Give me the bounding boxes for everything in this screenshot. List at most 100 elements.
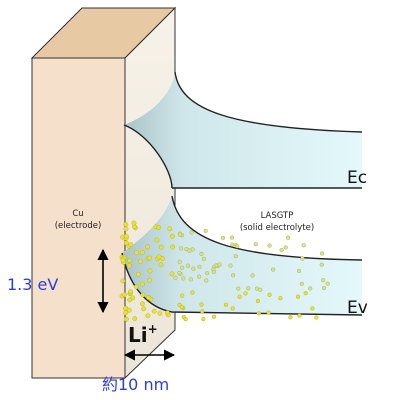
li-ion-particle bbox=[158, 244, 164, 250]
li-ion-particle bbox=[173, 275, 178, 280]
li-ion-particle bbox=[180, 265, 185, 270]
li-ion-particle bbox=[300, 256, 305, 261]
li-ion-particle bbox=[228, 263, 233, 268]
li-ion-particle bbox=[127, 297, 133, 303]
li-ion-particle bbox=[204, 278, 209, 283]
li-ion-particle bbox=[123, 233, 129, 239]
li-ion-particle bbox=[188, 277, 193, 282]
li-ion-particle bbox=[229, 235, 234, 240]
li-ion-particle bbox=[154, 237, 160, 243]
li-ion-particle bbox=[135, 271, 141, 277]
li-ion-particle bbox=[134, 250, 140, 256]
li-ion-particle bbox=[266, 310, 271, 315]
li-ion-particle bbox=[201, 317, 206, 322]
valence-band-bottom-edge bbox=[121, 252, 363, 316]
li-ion-particle bbox=[297, 313, 302, 318]
li-ion-particle bbox=[189, 230, 194, 235]
li-ion-particle bbox=[151, 308, 157, 314]
li-ion-particle bbox=[267, 243, 272, 248]
li-ion-particle bbox=[123, 221, 129, 227]
li-ion-particle bbox=[146, 255, 152, 261]
li-ion-particle bbox=[145, 313, 151, 319]
li-ion-particle bbox=[321, 285, 327, 291]
li-ion-particle bbox=[191, 266, 196, 271]
li-ion-particle bbox=[319, 262, 324, 267]
li-ion-particle bbox=[124, 316, 129, 322]
li-ion-particle bbox=[223, 302, 229, 307]
li-ion-particle bbox=[187, 248, 192, 253]
li-ion-particle bbox=[139, 301, 145, 307]
li-ion-particle bbox=[211, 269, 216, 274]
li-ion-particle bbox=[131, 220, 137, 226]
li-ion-particle bbox=[310, 306, 315, 311]
li-ion-particle bbox=[230, 242, 235, 247]
li-ion-particle bbox=[140, 281, 145, 287]
li-ion-particle bbox=[217, 262, 222, 267]
li-ion-particle bbox=[256, 311, 261, 316]
electrode-sublabel: (electrode) bbox=[55, 221, 102, 231]
li-ion-particle bbox=[286, 235, 291, 240]
li-ion-particle bbox=[147, 277, 152, 283]
li-ion-particle bbox=[190, 290, 195, 295]
energy-label: 1.3 eV bbox=[7, 275, 58, 294]
electrode-label: Cu bbox=[72, 209, 83, 219]
li-ion-particle bbox=[203, 228, 208, 233]
li-ion-particle bbox=[145, 244, 150, 250]
li-ion-particle bbox=[181, 276, 186, 281]
li-ion-label: Li+ bbox=[128, 322, 158, 347]
li-ion-particle bbox=[169, 233, 175, 239]
conduction-band-top-edge bbox=[174, 71, 363, 133]
li-ion-particle bbox=[314, 315, 319, 320]
li-ion-particle bbox=[205, 271, 210, 276]
li-ion-particle bbox=[231, 273, 236, 278]
li-ion-particle bbox=[283, 245, 288, 250]
li-ion-particle bbox=[297, 268, 302, 274]
li-ion-particle bbox=[200, 309, 205, 314]
valence-band-top-edge bbox=[171, 195, 363, 261]
li-ion-particle bbox=[169, 271, 175, 277]
li-ion-particle bbox=[147, 268, 153, 274]
li-ion-particle bbox=[295, 294, 301, 299]
li-ion-particle bbox=[253, 242, 258, 247]
li-ion-particle bbox=[167, 226, 173, 232]
li-ion-particle bbox=[179, 305, 184, 310]
li-ion-particle bbox=[303, 291, 308, 296]
li-ion-particle bbox=[137, 259, 143, 264]
li-ion-particle bbox=[185, 263, 191, 268]
li-ion-particle bbox=[243, 291, 248, 296]
li-ion-particle bbox=[183, 317, 188, 322]
li-charge: + bbox=[148, 322, 158, 336]
li-ion-particle bbox=[140, 292, 146, 298]
li-ion-particle bbox=[127, 289, 133, 295]
li-ion-particle bbox=[308, 286, 313, 291]
li-ion-particle bbox=[255, 298, 260, 304]
li-ion-particle bbox=[123, 240, 129, 246]
li-ion-particle bbox=[299, 281, 304, 286]
conduction-band-label: Ec bbox=[347, 168, 367, 188]
li-ion-particle bbox=[278, 296, 283, 301]
conduction-band bbox=[124, 72, 362, 188]
li-ion-particle bbox=[122, 292, 127, 298]
li-ion-particle bbox=[158, 262, 164, 268]
valence-band-label: Ev bbox=[347, 298, 368, 318]
conduction-band-left-edge bbox=[123, 124, 173, 189]
li-ion-particle bbox=[235, 244, 240, 249]
li-ion-particle bbox=[237, 294, 242, 299]
li-ion-particles bbox=[119, 220, 330, 322]
li-ion-particle bbox=[128, 242, 134, 247]
li-ion-particle bbox=[180, 293, 185, 298]
li-ion-particle bbox=[197, 264, 202, 269]
li-ion-particle bbox=[236, 286, 241, 291]
li-ion-particle bbox=[246, 286, 251, 291]
li-ion-particle bbox=[140, 249, 145, 255]
li-ion-particle bbox=[157, 310, 163, 316]
li-ion-particle bbox=[201, 256, 206, 261]
li-ion-particle bbox=[288, 315, 293, 320]
electrode-front-face bbox=[31, 57, 126, 379]
li-ion-particle bbox=[254, 286, 259, 291]
li-ion-particle bbox=[211, 314, 217, 319]
li-ion-particle bbox=[126, 263, 132, 269]
li-ion-particle bbox=[197, 274, 202, 279]
li-ion-particle bbox=[133, 284, 139, 290]
